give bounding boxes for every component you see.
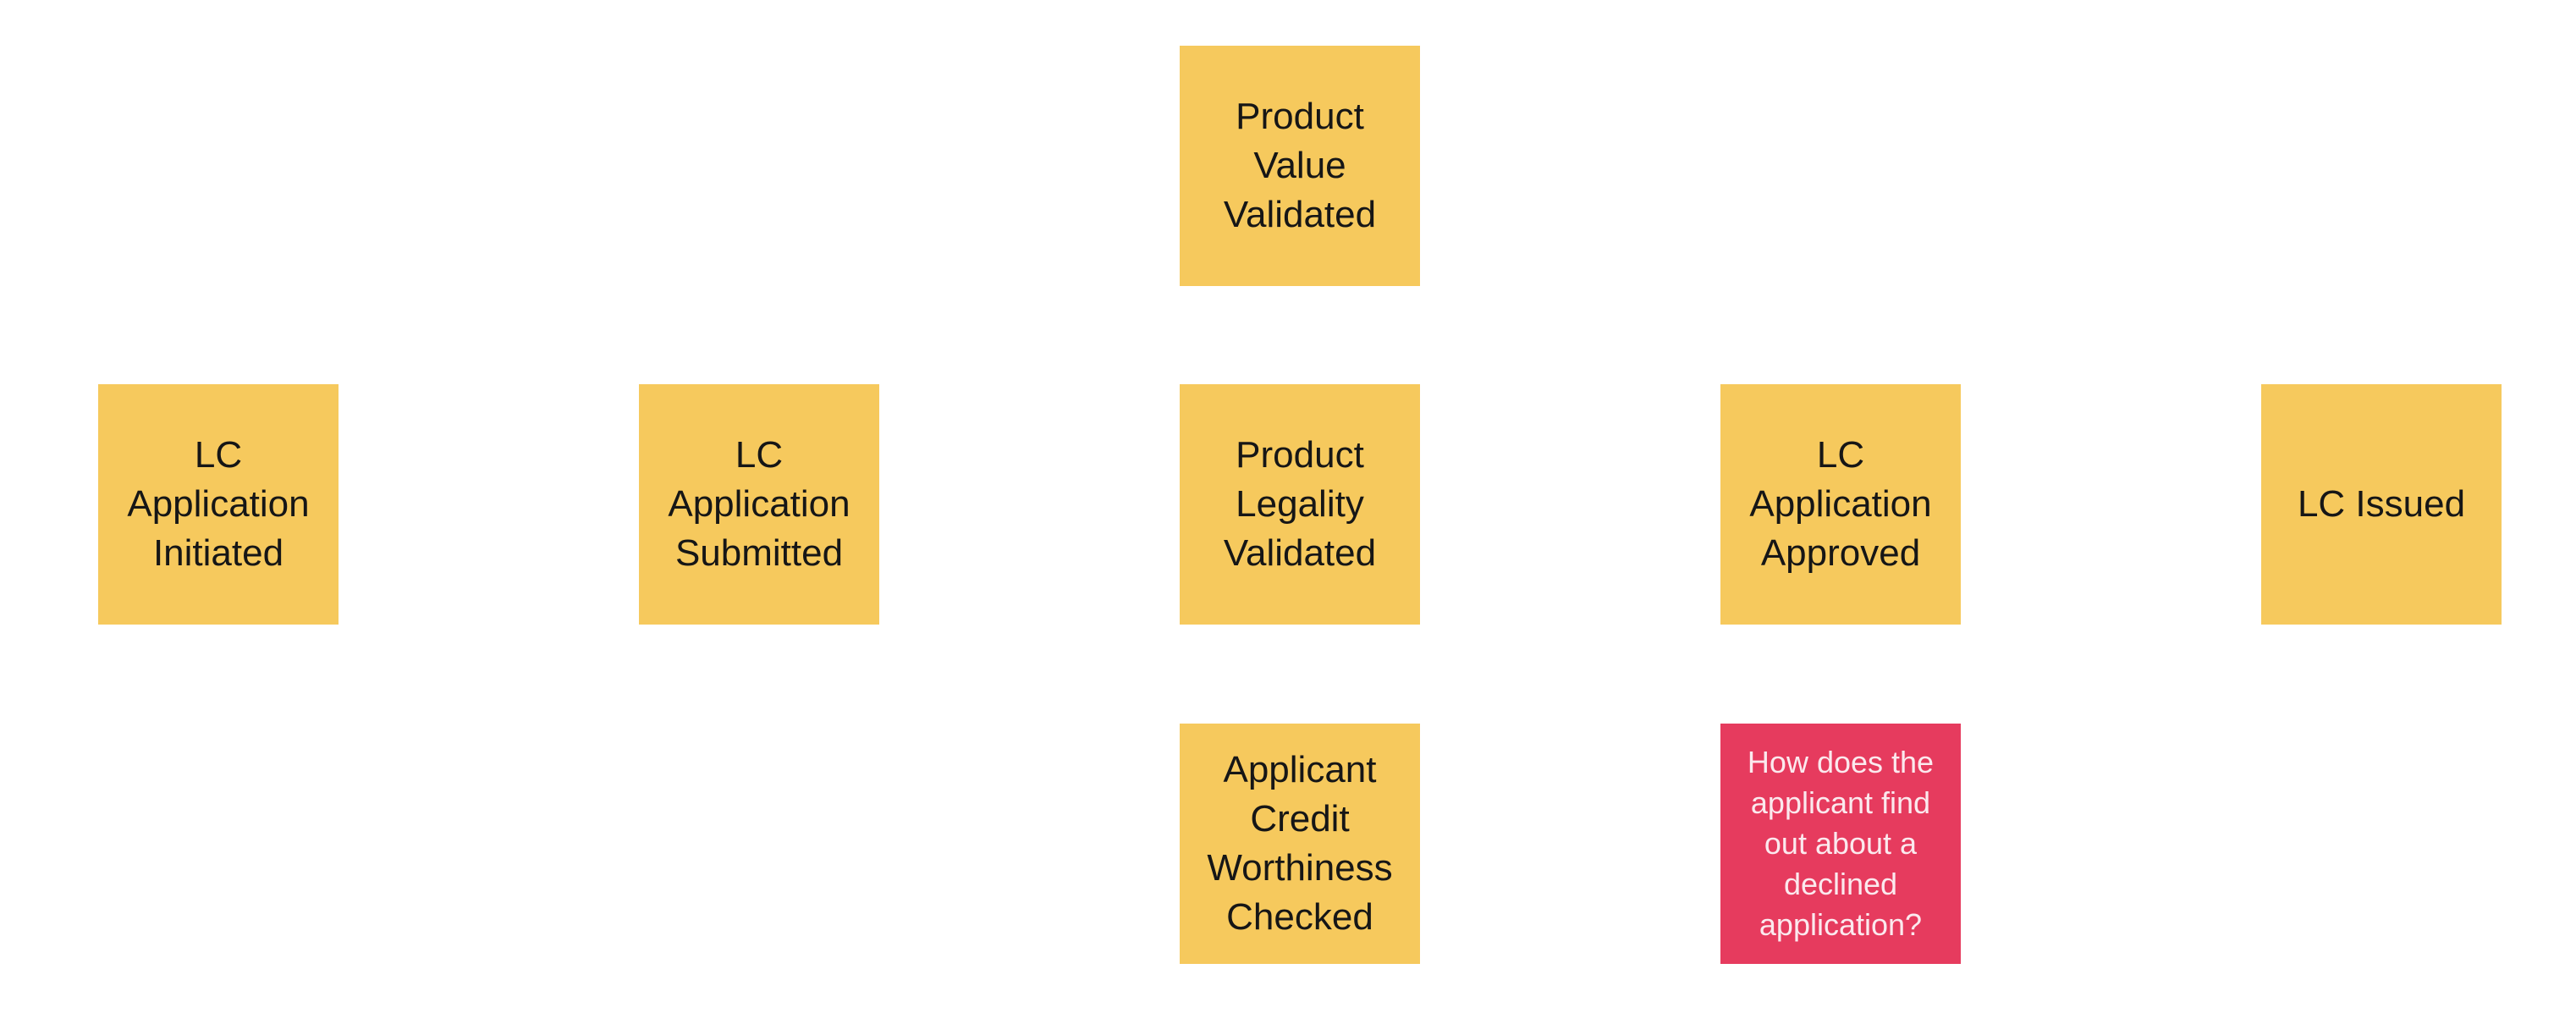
sticky-lc-issued[interactable]: LC Issued: [2261, 384, 2502, 625]
sticky-lc-application-initiated[interactable]: LC Application Initiated: [98, 384, 339, 625]
sticky-label: Applicant Credit Worthiness Checked: [1207, 749, 1393, 938]
sticky-lc-application-approved[interactable]: LC Application Approved: [1720, 384, 1961, 625]
sticky-label: LC Application Initiated: [127, 434, 310, 574]
sticky-label: LC Issued: [2297, 483, 2466, 525]
sticky-question-declined-application[interactable]: How does the applicant find out about a …: [1720, 724, 1961, 964]
sticky-product-value-validated[interactable]: Product Value Validated: [1180, 46, 1420, 286]
sticky-product-legality-validated[interactable]: Product Legality Validated: [1180, 384, 1420, 625]
sticky-applicant-credit-worthiness-checked[interactable]: Applicant Credit Worthiness Checked: [1180, 724, 1420, 964]
sticky-label: LC Application Approved: [1749, 434, 1932, 574]
sticky-label: Product Legality Validated: [1223, 434, 1377, 574]
sticky-lc-application-submitted[interactable]: LC Application Submitted: [639, 384, 879, 625]
sticky-label: How does the applicant find out about a …: [1747, 745, 1935, 942]
sticky-label: LC Application Submitted: [668, 434, 850, 574]
sticky-label: Product Value Validated: [1223, 96, 1377, 235]
